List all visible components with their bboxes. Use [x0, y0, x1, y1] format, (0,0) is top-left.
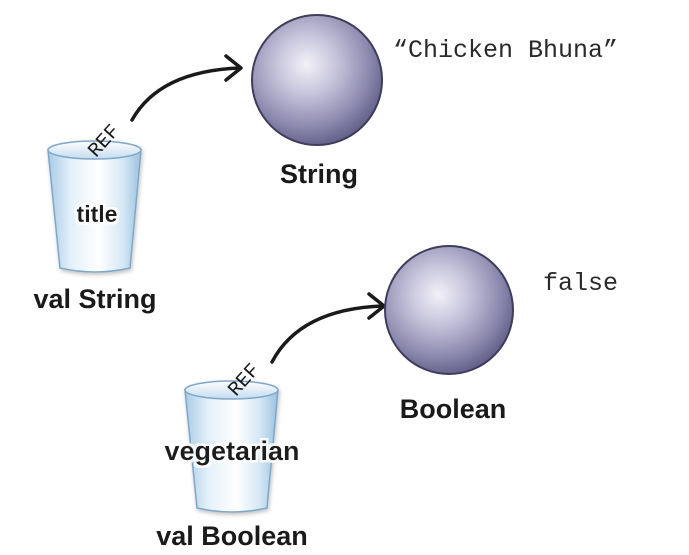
object-value-string: “Chicken Bhuna”: [393, 36, 618, 65]
variable-name-vegetarian: vegetarian: [164, 436, 299, 466]
variable-group-vegetarian: vegetarian val Boolean REF Boolean false: [156, 246, 618, 551]
object-type-label-boolean: Boolean: [400, 394, 507, 424]
object-sphere-string: [252, 15, 382, 145]
object-sphere-boolean: [385, 246, 513, 374]
object-value-boolean: false: [543, 269, 618, 298]
reference-arrow-title: [132, 68, 240, 120]
variable-group-title: title val String REF String “Chicken Bhu…: [33, 15, 618, 314]
declaration-label-vegetarian: val Boolean: [156, 521, 308, 551]
object-type-label-string: String: [280, 159, 358, 189]
declaration-label-title: val String: [33, 284, 156, 314]
reference-arrow-vegetarian: [272, 306, 383, 362]
variable-name-title: title: [77, 201, 118, 227]
